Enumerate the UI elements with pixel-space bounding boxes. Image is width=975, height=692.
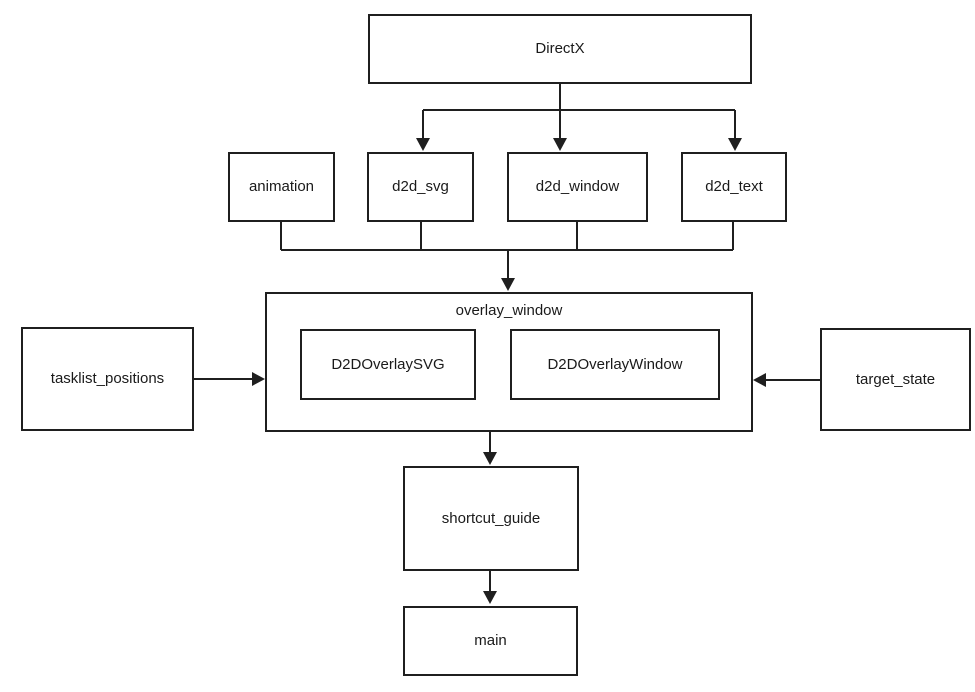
node-d2d-window-label: d2d_window — [535, 178, 620, 195]
node-shortcut-guide: shortcut_guide — [403, 466, 579, 571]
node-d2d-overlay-svg: D2DOverlaySVG — [300, 329, 476, 400]
node-d2d-text-label: d2d_text — [705, 178, 763, 195]
node-shortcut-guide-label: shortcut_guide — [441, 509, 541, 527]
node-tasklist-positions: tasklist_positions — [21, 327, 194, 431]
node-main-label: main — [474, 632, 507, 649]
node-d2d-overlay-window: D2DOverlayWindow — [510, 329, 720, 400]
node-main: main — [403, 606, 578, 676]
node-animation: animation — [228, 152, 335, 222]
node-d2d-text: d2d_text — [681, 152, 787, 222]
node-overlay-window-group: overlay_window D2DOverlaySVG D2DOverlayW… — [265, 292, 753, 432]
node-d2d-overlay-window-label: D2DOverlayWindow — [547, 355, 683, 373]
node-tasklist-positions-label: tasklist_positions — [50, 370, 165, 387]
node-animation-label: animation — [248, 178, 315, 195]
node-target-state: target_state — [820, 328, 971, 431]
node-overlay-window-label: overlay_window — [455, 302, 563, 319]
node-directx: DirectX — [368, 14, 752, 84]
node-d2d-window: d2d_window — [507, 152, 648, 222]
node-d2d-svg: d2d_svg — [367, 152, 474, 222]
node-d2d-overlay-svg-label: D2DOverlaySVG — [331, 355, 445, 373]
node-target-state-label: target_state — [855, 370, 936, 388]
node-d2d-svg-label: d2d_svg — [392, 178, 449, 195]
node-directx-label: DirectX — [535, 40, 585, 57]
